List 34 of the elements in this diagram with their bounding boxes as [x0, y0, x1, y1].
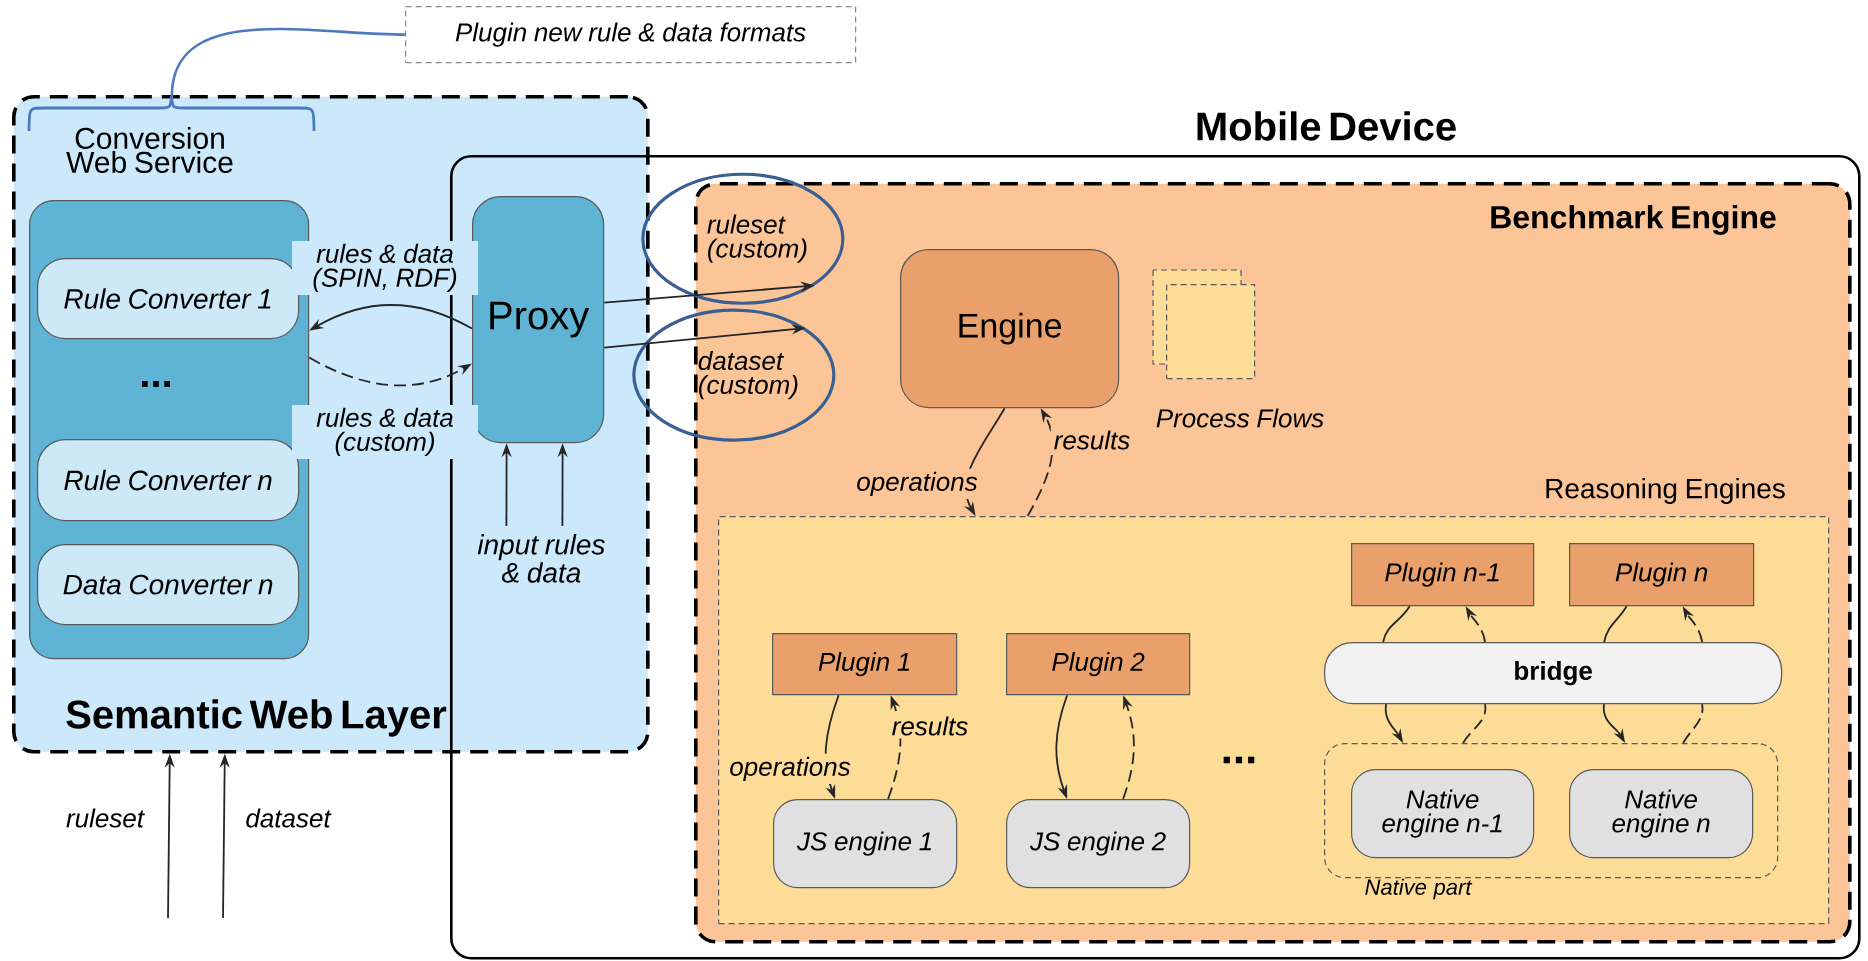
box-heading: Reasoning Engines [1546, 477, 1785, 505]
device-title: Mobile Device [1197, 111, 1456, 141]
converter-box: Rule Converter 1 [37, 258, 300, 340]
edge-label: ruleset [63, 805, 147, 831]
note-box: Plugin new rule & data formats [405, 6, 857, 64]
plugin-box: Plugin 2 [1006, 633, 1191, 696]
ellipsis: ... [142, 381, 170, 387]
engine-box: JS engine 1 [773, 799, 958, 889]
engine-box: Native engine n [1569, 769, 1754, 859]
panel-title: Benchmark Engine [1491, 205, 1776, 235]
proxy-box: Proxy [472, 196, 605, 444]
edge-label: dataset [242, 805, 334, 831]
bridge-box: bridge [1324, 642, 1783, 705]
box-heading: Native part [1365, 878, 1473, 900]
plugin-box: Plugin n [1569, 543, 1755, 607]
ellipsis: ... [1223, 756, 1255, 764]
leader-line [170, 27, 406, 97]
converter-box: Rule Converter n [37, 439, 300, 522]
layer-title: Semantic Web Layer [66, 699, 447, 737]
input-note: input rules & data [477, 534, 605, 583]
box-heading: Process Flows [1156, 408, 1324, 428]
engine-box: JS engine 2 [1006, 799, 1191, 889]
plugin-box: Plugin 1 [772, 633, 958, 696]
edge-label: operations [853, 468, 981, 500]
edge-label: rules & data (custom) [292, 404, 478, 460]
engine-box: Native engine n-1 [1351, 769, 1535, 859]
edge-label: results [1050, 427, 1134, 453]
engine-box: Engine [900, 249, 1120, 409]
edge-label: operations [726, 753, 854, 785]
edge-label: results [888, 713, 972, 739]
edge-label: rules & data (SPIN, RDF) [292, 240, 478, 296]
plugin-box: Plugin n-1 [1351, 543, 1535, 607]
converter-box: Data Converter n [37, 544, 300, 626]
box-heading: Conversion Web Service [66, 127, 233, 173]
